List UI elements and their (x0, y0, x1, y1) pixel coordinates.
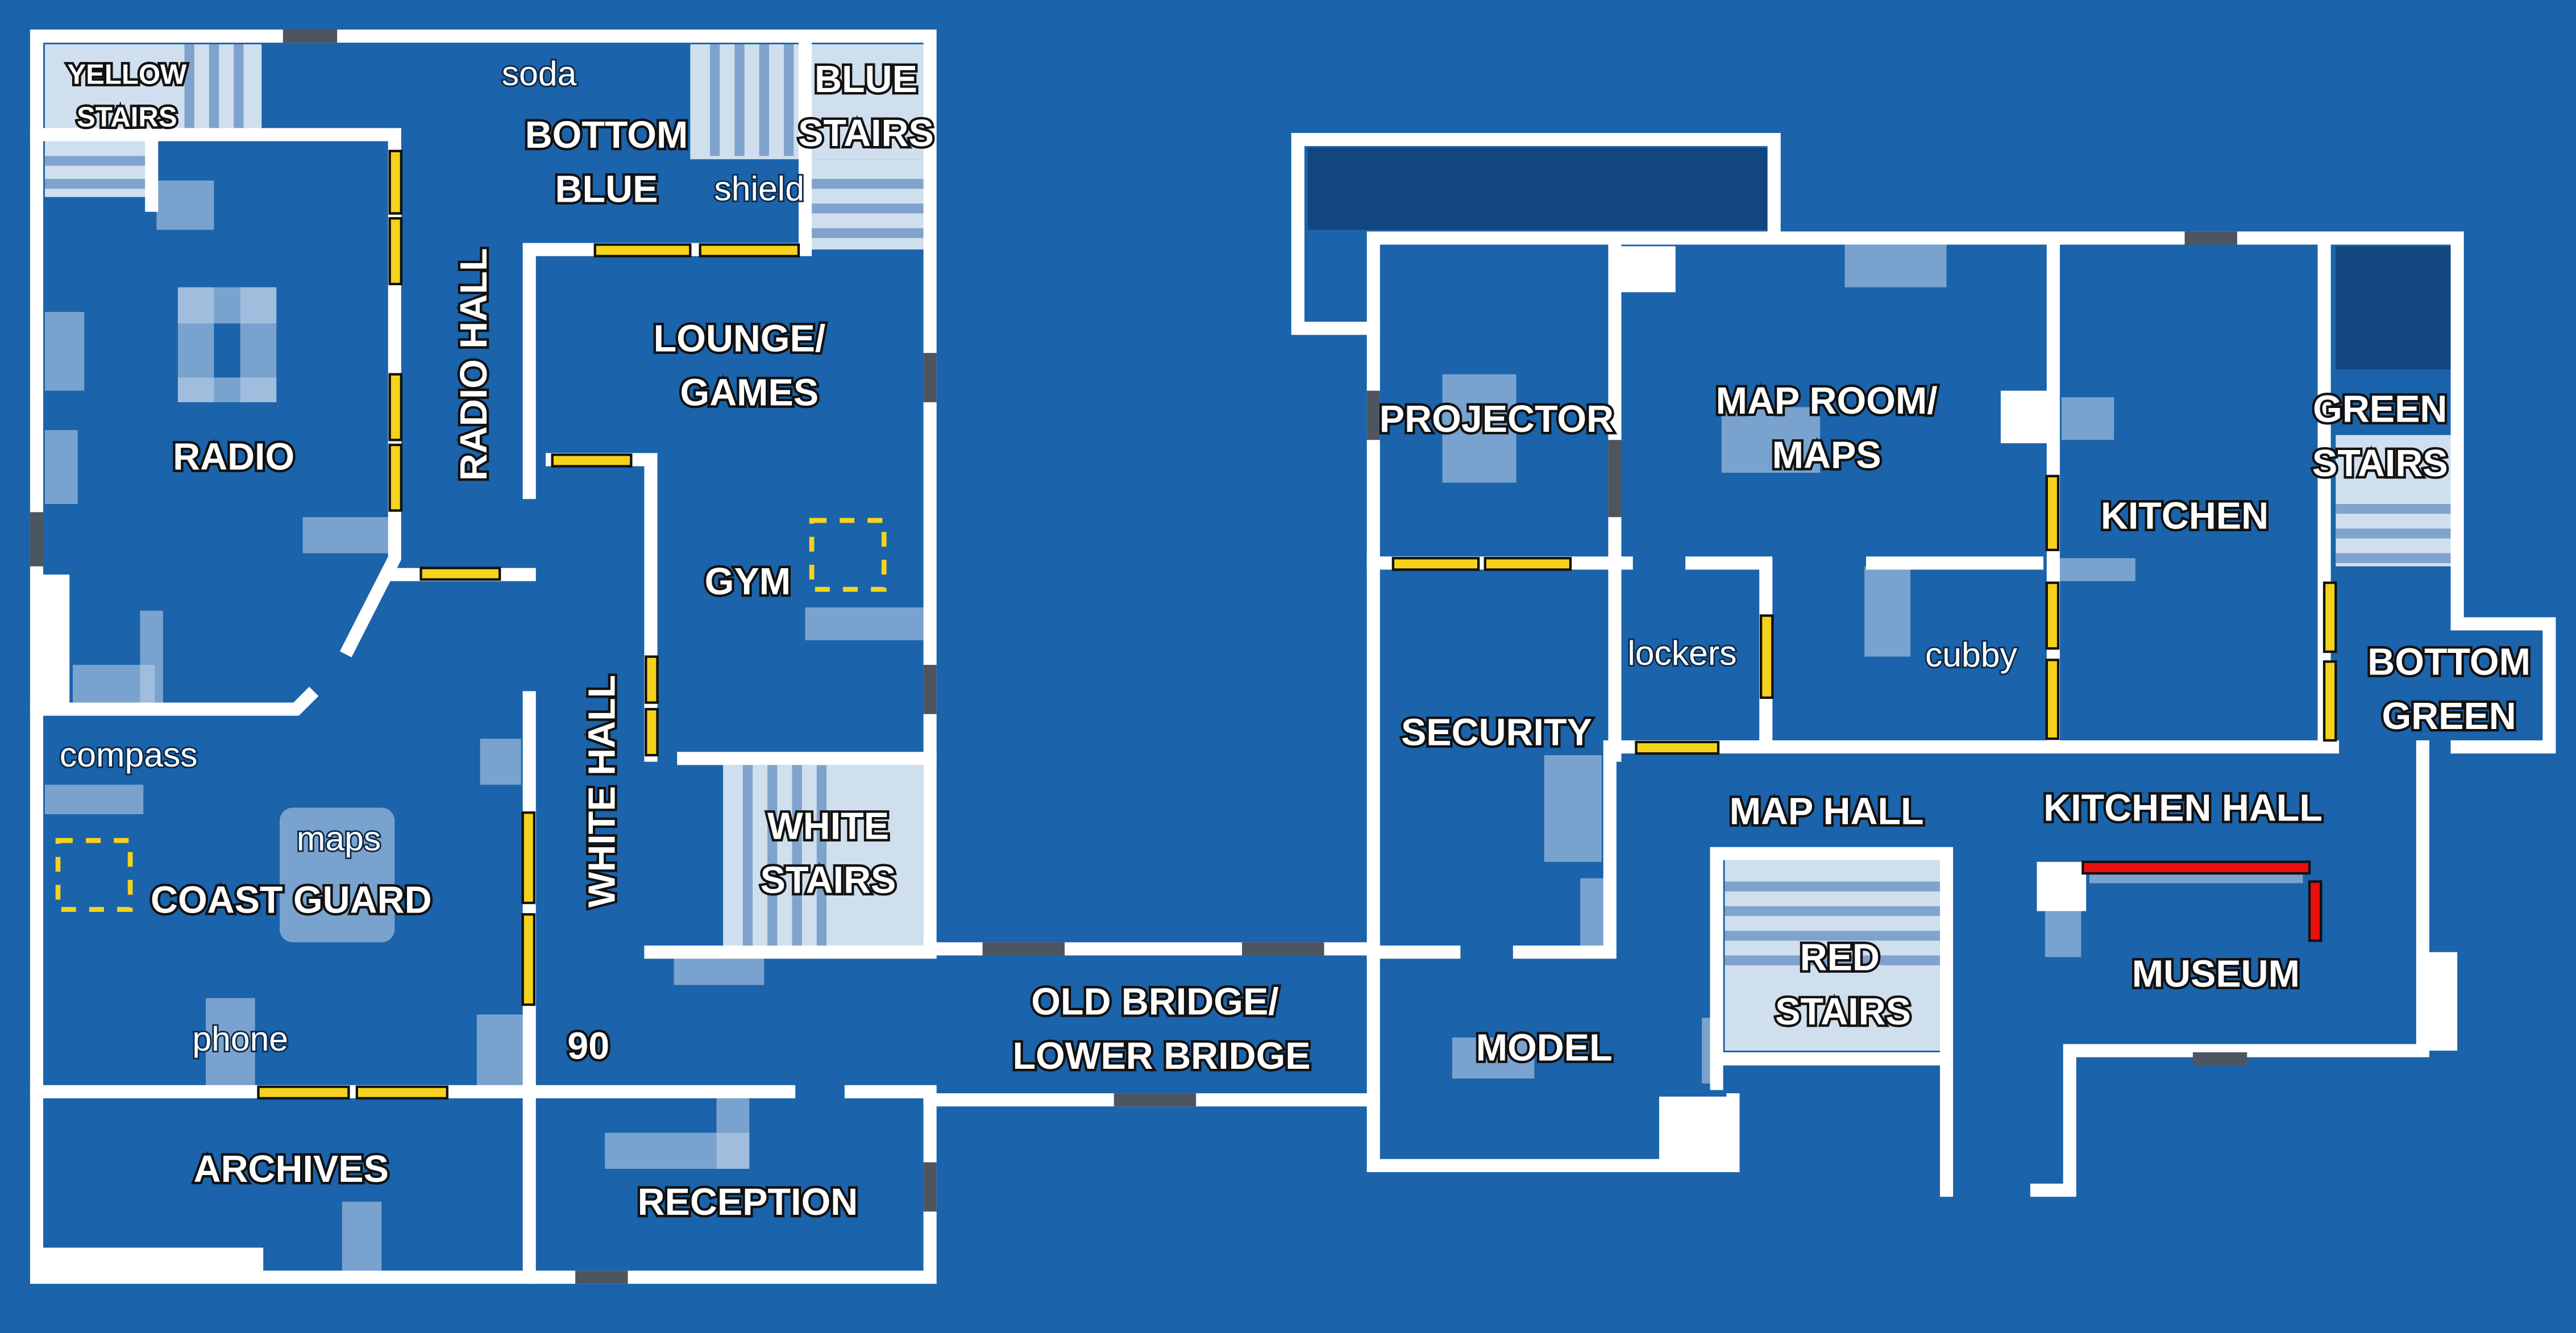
coast-guard-marker (55, 838, 133, 912)
label-bottom-green: BOTTOM (2367, 641, 2531, 683)
label-radio: RADIO (173, 436, 294, 478)
label-blue-stairs-2: STAIRS (798, 113, 934, 155)
label-coast-guard: COAST GUARD (151, 879, 432, 921)
label-kitchen: KITCHEN (2101, 495, 2268, 537)
label-archives: ARCHIVES (194, 1148, 389, 1190)
label-green-stairs: GREEN (2313, 389, 2447, 431)
room-labels: YELLOW STAIRS BOTTOM BLUE BLUE STAIRS RA… (65, 56, 2533, 1226)
label-yellow-stairs: YELLOW (67, 59, 187, 90)
label-red-stairs-2: STAIRS (1775, 991, 1911, 1033)
label-white-stairs-2: STAIRS (761, 860, 896, 902)
label-bottom-green-2: GREEN (2382, 695, 2516, 738)
label-green-stairs-2: STAIRS (2312, 443, 2448, 485)
label-old-bridge-2: LOWER BRIDGE (1012, 1035, 1310, 1077)
item-labels: soda shield compass maps phone lockers c… (58, 52, 2019, 1060)
label-map-room: MAP ROOM/ (1716, 380, 1938, 422)
gym-marker (809, 518, 887, 592)
label-gym: GYM (705, 561, 791, 603)
label-reception: RECEPTION (638, 1181, 858, 1223)
label-soda: soda (502, 54, 577, 93)
label-map-room-2: MAPS (1772, 434, 1881, 476)
label-shield: shield (714, 169, 804, 207)
label-white-stairs: WHITE (767, 805, 889, 847)
locked-doors (2081, 860, 2322, 942)
passages (30, 30, 2247, 1284)
label-red-stairs: RED (1800, 936, 1880, 978)
label-model: MODEL (1476, 1027, 1613, 1069)
label-lounge: LOUNGE/ (654, 318, 826, 360)
label-bottom-blue-2: BLUE (555, 168, 658, 210)
doors (257, 149, 2337, 1100)
furniture (44, 180, 2303, 1271)
label-security: SECURITY (1401, 712, 1592, 754)
label-museum: MUSEUM (2132, 953, 2300, 995)
label-yellow-stairs-2: STAIRS (77, 102, 177, 132)
label-maps: maps (297, 819, 381, 858)
label-lounge-2: GAMES (680, 372, 819, 414)
label-cubby: cubby (1925, 635, 2018, 674)
label-phone: phone (192, 1019, 288, 1058)
label-projector: PROJECTOR (1380, 398, 1614, 440)
label-white-hall: WHITE HALL (581, 675, 623, 908)
label-old-bridge: OLD BRIDGE/ (1031, 981, 1279, 1023)
label-kitchen-hall: KITCHEN HALL (2043, 788, 2322, 830)
label-blue-stairs: BLUE (815, 59, 917, 101)
stairs (44, 44, 2451, 1051)
label-map-hall: MAP HALL (1730, 790, 1924, 832)
label-bottom-blue: BOTTOM (525, 114, 688, 156)
label-compass: compass (60, 735, 198, 774)
label-radio-hall: RADIO HALL (453, 248, 495, 481)
label-lockers: lockers (1627, 634, 1736, 672)
label-90: 90 (567, 1026, 609, 1068)
